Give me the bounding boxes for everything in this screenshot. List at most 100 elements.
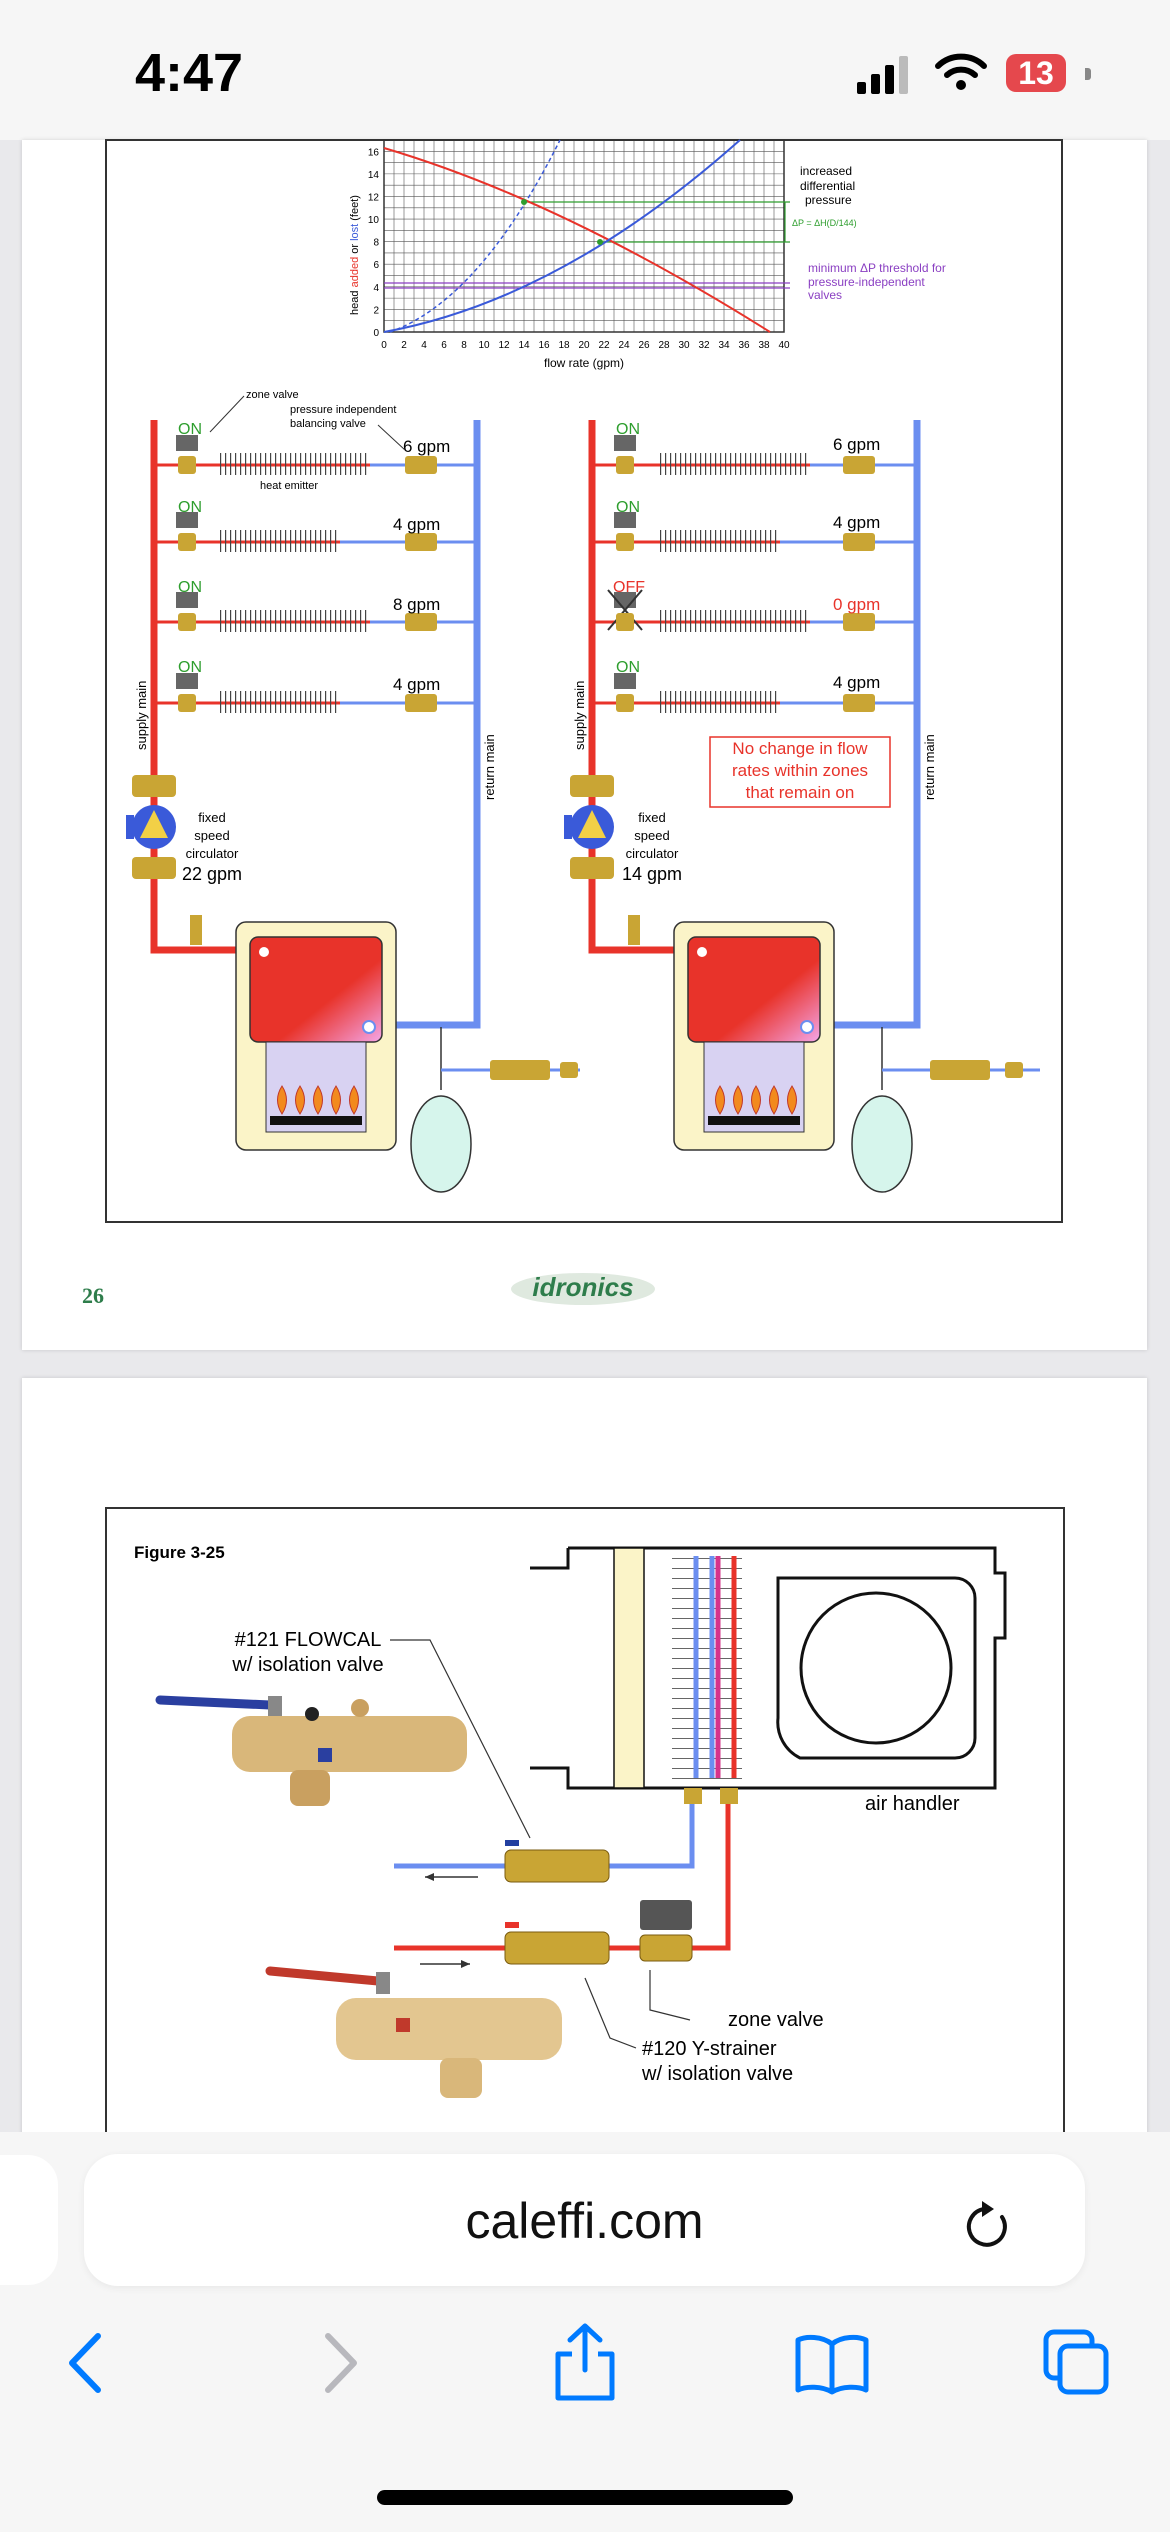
x-tick-label: 32 xyxy=(698,340,710,351)
clock: 4:47 xyxy=(135,43,244,103)
right-zone-2 xyxy=(592,512,917,552)
zone-flow: 4 gpm xyxy=(393,515,440,534)
cellular-signal-icon xyxy=(857,56,908,94)
x-tick-label: 36 xyxy=(738,340,750,351)
heat-emitter-label: heat emitter xyxy=(260,480,318,492)
zone-status: ON xyxy=(178,499,202,516)
battery-level: 13 xyxy=(1006,54,1066,92)
zone-status: ON xyxy=(616,421,640,438)
flame xyxy=(277,1085,287,1115)
document-page-1 xyxy=(22,140,1147,1350)
right-zone-4 xyxy=(592,673,917,713)
page-number: 26 xyxy=(82,1283,104,1308)
share-button[interactable] xyxy=(548,2320,622,2404)
air-handler-label: air handler xyxy=(865,1793,960,1815)
y-tick-label: 6 xyxy=(373,260,379,271)
zone-valve-label: zone valve xyxy=(246,389,299,401)
circ-label-2: speed xyxy=(194,828,229,843)
return-main-label: return main xyxy=(482,734,497,800)
x-tick-label: 8 xyxy=(461,340,467,351)
right-zone-1 xyxy=(592,435,917,475)
circulator-right xyxy=(564,775,614,879)
zone-flow: 4 gpm xyxy=(393,675,440,694)
y-axis-label-added: added xyxy=(349,257,361,288)
flame xyxy=(787,1085,797,1115)
back-button[interactable] xyxy=(62,2330,108,2396)
circ-label-1: fixed xyxy=(198,810,225,825)
idronics-logo: idronics xyxy=(511,1272,655,1305)
strainer-label-2: w/ isolation valve xyxy=(641,2063,793,2085)
system-curve xyxy=(383,139,741,333)
pump-curve xyxy=(383,147,771,333)
x-tick-label: 0 xyxy=(381,340,387,351)
reload-button[interactable] xyxy=(960,2195,1016,2255)
previous-tab-preview[interactable] xyxy=(0,2155,58,2285)
x-tick-label: 22 xyxy=(598,340,610,351)
boiler-right xyxy=(673,921,835,1151)
x-tick-label: 30 xyxy=(678,340,690,351)
y-axis-label-lost: lost xyxy=(349,224,361,241)
y-tick-label: 8 xyxy=(373,238,379,249)
svg-text:head added or: head added or lost (feet) xyxy=(349,195,361,315)
zone-valve xyxy=(639,1900,693,1962)
flame xyxy=(751,1085,761,1115)
x-tick-label: 34 xyxy=(718,340,730,351)
y-tick-label: 0 xyxy=(373,328,379,339)
x-tick-label: 26 xyxy=(638,340,650,351)
air-handler xyxy=(530,1546,1007,1790)
y-tick-label: 10 xyxy=(368,215,380,226)
note-threshold-2: pressure-independent xyxy=(808,275,925,289)
zone-flow: 4 gpm xyxy=(833,513,880,532)
x-tick-label: 40 xyxy=(778,340,790,351)
right-system: ON ON OFF ON 6 gpm 4 gpm 0 gpm 4 gpm sup… xyxy=(564,420,1040,1193)
note-line-2: rates within zones xyxy=(732,761,868,780)
circ-label-2: speed xyxy=(634,828,669,843)
flowcal-label-2: w/ isolation valve xyxy=(231,1654,383,1676)
x-tick-label: 2 xyxy=(401,340,407,351)
svg-text:idronics: idronics xyxy=(532,1272,633,1302)
note-box xyxy=(709,736,891,808)
home-indicator[interactable] xyxy=(377,2490,793,2505)
zone-valve-label: zone valve xyxy=(728,2009,824,2031)
left-zone-4 xyxy=(154,673,477,713)
address-bar[interactable]: caleffi.com xyxy=(84,2154,1085,2286)
bookmarks-button[interactable] xyxy=(792,2330,872,2396)
y-tick-label: 16 xyxy=(368,147,380,158)
note-line-3: that remain on xyxy=(746,783,855,802)
x-tick-label: 28 xyxy=(658,340,670,351)
pump-curve-chart: head added or lost (feet) 0246810121416 … xyxy=(349,139,946,370)
note-differential: differential xyxy=(800,179,855,193)
zone-flow: 8 gpm xyxy=(393,595,440,614)
circ-label-3: circulator xyxy=(626,846,679,861)
zone-flow: 4 gpm xyxy=(833,673,880,692)
x-tick-label: 20 xyxy=(578,340,590,351)
y-tick-label: 2 xyxy=(373,305,379,316)
piv-label-2: balancing valve xyxy=(290,418,366,430)
page1-diagram: head added or lost (feet) 0246810121416 … xyxy=(105,139,1063,1223)
tabs-button[interactable] xyxy=(1040,2326,1112,2398)
left-zone-1 xyxy=(154,435,477,475)
flowcal-label-1: #121 FLOWCAL xyxy=(235,1629,382,1651)
y-strainer-product-photo xyxy=(265,1966,562,2098)
battery-tip xyxy=(1085,68,1091,80)
note-threshold-3: valves xyxy=(808,288,842,302)
right-zone-3 xyxy=(592,589,917,632)
left-zone-2 xyxy=(154,512,477,552)
x-axis-label: flow rate (gpm) xyxy=(544,356,624,370)
zone-status: OFF xyxy=(613,579,645,596)
wifi-icon xyxy=(935,53,987,90)
flame xyxy=(313,1085,323,1115)
circ-label-3: circulator xyxy=(186,846,239,861)
zone-status: ON xyxy=(616,499,640,516)
forward-button[interactable] xyxy=(318,2330,364,2396)
expansion-tank-left xyxy=(410,1095,472,1193)
note-threshold-1: minimum ΔP threshold for xyxy=(808,261,946,275)
x-tick-label: 14 xyxy=(518,340,530,351)
flowcal-product-photo xyxy=(155,1695,467,1806)
expansion-tank-right xyxy=(851,1095,913,1193)
supply-main-label: supply main xyxy=(572,681,587,750)
flame xyxy=(349,1085,359,1115)
y-tick-label: 12 xyxy=(368,192,380,203)
